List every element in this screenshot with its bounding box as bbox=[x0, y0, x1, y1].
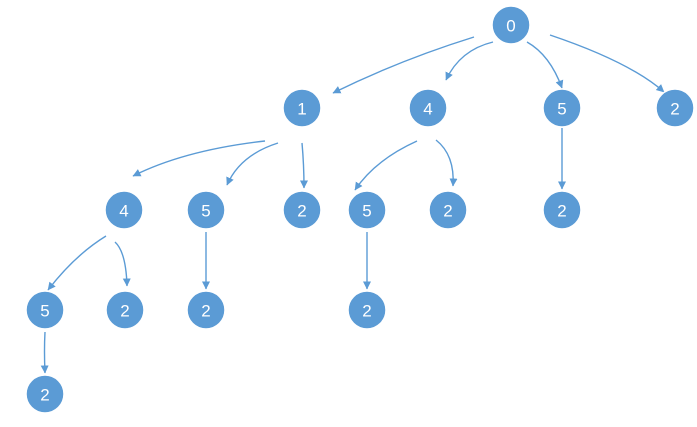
node-label: 2 bbox=[557, 202, 566, 221]
edge-arrow-n0-n2a bbox=[549, 34, 665, 93]
node-label: 2 bbox=[362, 302, 371, 321]
node-label: 2 bbox=[201, 302, 210, 321]
node-label: 5 bbox=[201, 202, 210, 221]
node-label: 4 bbox=[423, 100, 432, 119]
edges-layer bbox=[40, 34, 665, 374]
tree-node-n2a: 2 bbox=[655, 88, 695, 128]
edge-arrow-n4b-n2e bbox=[114, 241, 131, 287]
node-circle bbox=[25, 290, 65, 330]
edge-arrow-n0-n1 bbox=[332, 36, 475, 94]
node-label: 4 bbox=[119, 202, 128, 221]
tree-node-n2b: 2 bbox=[282, 190, 322, 230]
node-circle bbox=[542, 88, 582, 128]
edge-arrow-n4a-n2c bbox=[435, 139, 458, 187]
tree-node-n1: 1 bbox=[282, 88, 322, 128]
tree-node-n5d: 5 bbox=[25, 290, 65, 330]
node-circle bbox=[655, 88, 695, 128]
edge-arrow-n5d-n2h bbox=[40, 331, 49, 374]
tree-node-n4a: 4 bbox=[408, 88, 448, 128]
tree-node-n5a: 5 bbox=[542, 88, 582, 128]
node-circle bbox=[104, 190, 144, 230]
node-circle bbox=[186, 290, 226, 330]
node-label: 5 bbox=[362, 202, 371, 221]
node-circle bbox=[282, 88, 322, 128]
node-circle bbox=[25, 374, 65, 414]
node-label: 2 bbox=[670, 100, 679, 119]
edge-arrow-n1-n4b bbox=[132, 140, 266, 177]
node-circle bbox=[282, 190, 322, 230]
node-circle bbox=[428, 190, 468, 230]
tree-node-n5b: 5 bbox=[186, 190, 226, 230]
tree-node-n2g: 2 bbox=[347, 290, 387, 330]
edge-arrow-n4b-n5d bbox=[47, 235, 107, 291]
node-label: 2 bbox=[120, 302, 129, 321]
node-label: 2 bbox=[40, 386, 49, 405]
edge-arrow-n1-n5b bbox=[226, 142, 279, 186]
tree-node-n2d: 2 bbox=[542, 190, 582, 230]
node-label: 2 bbox=[297, 202, 306, 221]
tree-node-n2e: 2 bbox=[105, 290, 145, 330]
tree-node-n2f: 2 bbox=[186, 290, 226, 330]
node-label: 2 bbox=[443, 202, 452, 221]
node-circle bbox=[186, 190, 226, 230]
node-label: 1 bbox=[297, 100, 306, 119]
tree-node-n0: 0 bbox=[491, 5, 531, 45]
edge-arrow-n1-n2b bbox=[299, 142, 308, 189]
tree-node-n4b: 4 bbox=[104, 190, 144, 230]
node-circle bbox=[347, 290, 387, 330]
node-label: 5 bbox=[40, 302, 49, 321]
node-label: 0 bbox=[506, 17, 515, 36]
edge-arrow-n4a-n5c bbox=[354, 140, 418, 191]
node-circle bbox=[491, 5, 531, 45]
tree-node-n5c: 5 bbox=[347, 190, 387, 230]
node-circle bbox=[347, 190, 387, 230]
node-circle bbox=[105, 290, 145, 330]
node-label: 5 bbox=[557, 100, 566, 119]
edge-arrow-n0-n4a bbox=[445, 41, 494, 81]
edge-arrow-n0-n5a bbox=[526, 41, 564, 89]
tree-node-n2h: 2 bbox=[25, 374, 65, 414]
node-circle bbox=[542, 190, 582, 230]
node-circle bbox=[408, 88, 448, 128]
tree-node-n2c: 2 bbox=[428, 190, 468, 230]
nodes-layer: 0 1 4 5 2 4 5 2 5 2 2 5 2 2 2 2 bbox=[25, 5, 695, 414]
